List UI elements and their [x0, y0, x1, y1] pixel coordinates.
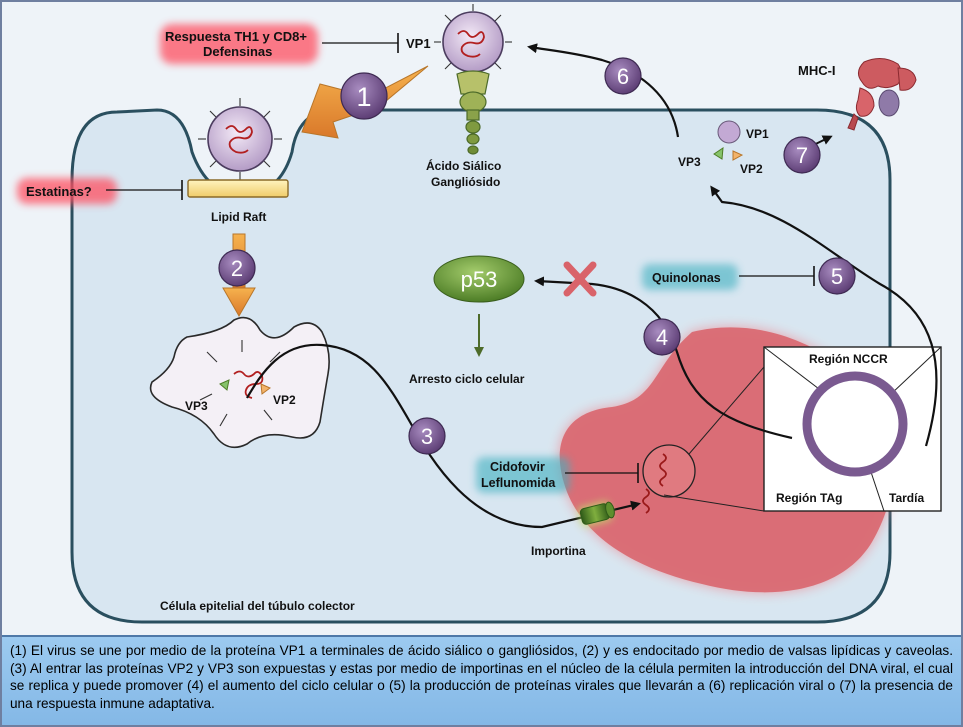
step-badge-5: 5 — [818, 257, 856, 295]
vp2-triangle-left — [260, 383, 271, 395]
importina-channel — [577, 501, 615, 527]
endosome-rays — [199, 340, 281, 427]
vp3-triangle-left — [219, 379, 230, 391]
arresto-label: Arresto ciclo celular — [409, 372, 525, 386]
estatinas-glow — [17, 178, 117, 204]
figure-caption: (1) El virus se une por medio de la prot… — [2, 635, 961, 725]
vp1-label-top: VP1 — [406, 36, 431, 51]
step-5-number: 5 — [831, 264, 843, 289]
diagram-canvas: VP3 VP2 Lipid Raft Estatinas? Respuesta … — [17, 4, 942, 624]
cidofovir-line2: Leflunomida — [481, 476, 556, 490]
vp2-triangle-right — [732, 150, 744, 161]
vp1-label-right: VP1 — [746, 127, 769, 141]
vp1-protein-right — [717, 120, 741, 144]
lipid-raft — [187, 179, 289, 198]
respuesta-line2: Defensinas — [203, 44, 272, 59]
vp2-label-left: VP2 — [273, 393, 296, 407]
tardia-label: Tardía — [889, 491, 924, 505]
quinolonas-label: Quinolonas — [652, 271, 721, 285]
vp3-label-right: VP3 — [678, 155, 701, 169]
endosome — [149, 316, 330, 449]
step-4-number: 4 — [656, 325, 668, 350]
viral-genome-tail — [642, 488, 650, 514]
step3-path — [246, 343, 641, 529]
zoom-line-a — [688, 366, 765, 455]
mhc-label: MHC-I — [798, 63, 836, 78]
step6-path — [527, 43, 680, 138]
acido-line1: Ácido Siálico — [426, 158, 501, 173]
lipid-raft-label: Lipid Raft — [211, 210, 266, 224]
zoom-line-b — [663, 494, 765, 512]
step-badge-6: 6 — [604, 57, 642, 95]
step-badge-1: 1 — [340, 72, 388, 120]
sialic-acid-receptor — [456, 70, 490, 155]
p53-label: p53 — [461, 267, 498, 292]
respuesta-glow — [160, 24, 318, 64]
vp3-label-left: VP3 — [185, 399, 208, 413]
p53-protein — [433, 255, 525, 303]
vp3-triangle-right — [713, 147, 724, 160]
cell-label: Célula epitelial del túbulo colector — [160, 599, 355, 613]
step4-path — [534, 276, 793, 440]
vp2-label-right: VP2 — [740, 162, 763, 176]
cidofovir-glow — [476, 457, 570, 493]
viral-genome-dna — [659, 453, 667, 487]
virus-in-pit — [198, 98, 282, 180]
region-tag-label: Región TAg — [776, 491, 842, 505]
step-badge-4: 4 — [643, 318, 681, 356]
region-nccr-label: Región NCCR — [809, 352, 888, 366]
step-badge-2: 2 — [218, 249, 256, 287]
blocked-x-icon — [563, 261, 597, 297]
respuesta-line1: Respuesta TH1 y CD8+ — [165, 29, 307, 44]
step-badge-3: 3 — [408, 417, 446, 455]
step-badge-7: 7 — [783, 136, 821, 174]
step-6-number: 6 — [617, 64, 629, 89]
virus-top — [434, 4, 512, 73]
step-7-number: 7 — [796, 143, 808, 168]
estatinas-label: Estatinas? — [26, 184, 92, 199]
mhc-i-molecule — [847, 58, 917, 131]
step5-path — [710, 185, 938, 447]
genome-map-panel — [763, 346, 942, 512]
importina-label: Importina — [531, 544, 586, 558]
viral-genome-circle — [642, 444, 696, 498]
cidofovir-line1: Cidofovir — [490, 460, 545, 474]
step-1-number: 1 — [356, 82, 371, 112]
acido-line2: Gangliósido — [431, 175, 500, 189]
step-2-number: 2 — [231, 256, 243, 281]
step-3-number: 3 — [421, 424, 433, 449]
quinolonas-glow — [642, 264, 738, 290]
